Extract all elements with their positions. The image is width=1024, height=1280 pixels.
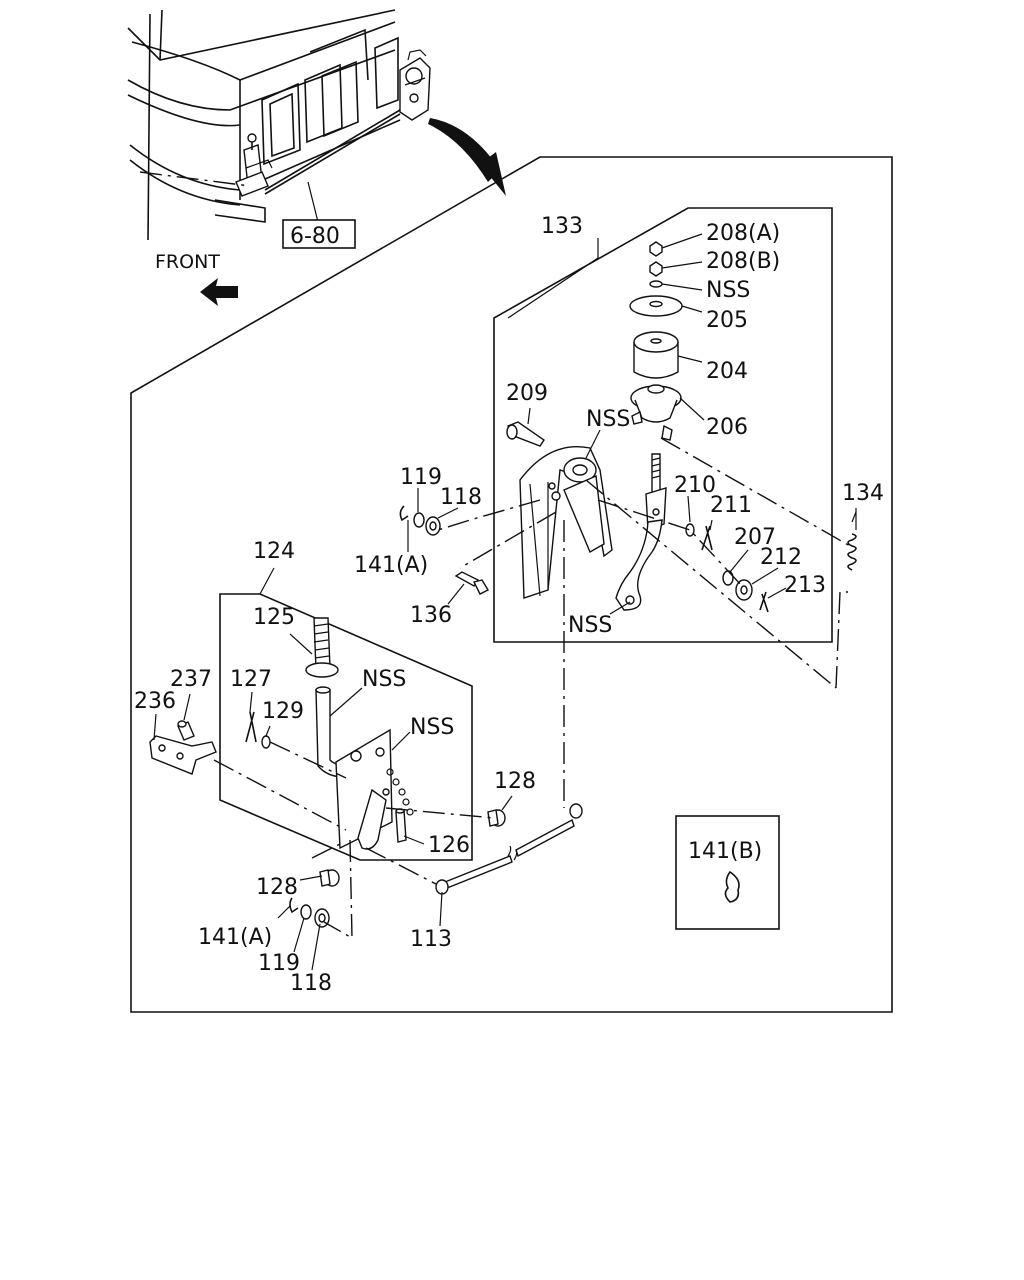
label-210[interactable]: 210 [674,473,716,498]
grease-nipple-237[interactable] [177,720,195,741]
label-126[interactable]: 126 [428,833,470,858]
washer-205[interactable] [629,295,683,317]
label-213[interactable]: 213 [784,573,826,598]
inset-141b[interactable]: 141(B) [675,815,780,930]
label-nss-5[interactable]: NSS [410,715,454,740]
front-arrow-icon [200,278,238,306]
label-nss-4[interactable]: NSS [362,667,406,692]
inset-label: 141(B) [688,839,762,864]
label-237[interactable]: 237 [170,667,212,692]
bracket-206[interactable] [630,384,682,441]
label-134[interactable]: 134 [842,481,884,506]
clip-141a-lower[interactable] [289,897,299,914]
part-labels: 133 208(A) 208(B) NSS 205 204 209 NSS 20… [134,214,884,996]
label-205[interactable]: 205 [706,308,748,333]
washer-210[interactable] [685,523,695,537]
reference-label: 6-80 [290,224,340,249]
bolt-136[interactable] [454,571,489,595]
label-129[interactable]: 129 [262,699,304,724]
nut-208b[interactable] [649,261,663,277]
label-133[interactable]: 133 [541,214,583,239]
label-141a-upper[interactable]: 141(A) [354,553,428,578]
label-125[interactable]: 125 [253,605,295,630]
label-208a[interactable]: 208(A) [706,221,780,246]
washer-119-lower[interactable] [300,904,312,920]
label-119-lower[interactable]: 119 [258,951,300,976]
bolt-128-lower[interactable] [319,869,340,887]
label-204[interactable]: 204 [706,359,748,384]
label-207[interactable]: 207 [734,525,776,550]
pin-126[interactable] [395,808,407,843]
label-212[interactable]: 212 [760,545,802,570]
assembly-133-frame [493,207,833,643]
rubber-cushion-204[interactable] [633,331,679,379]
nut-212[interactable] [735,579,753,601]
truck-cab-illustration [127,9,431,241]
alignment-lines [213,437,851,940]
label-209[interactable]: 209 [506,381,548,406]
label-nss-3[interactable]: NSS [568,613,612,638]
rod-113[interactable] [435,803,583,895]
nut-208a[interactable] [649,241,663,257]
label-208b[interactable]: 208(B) [706,249,780,274]
label-124[interactable]: 124 [253,539,295,564]
bracket-236[interactable] [149,735,217,775]
washer-207[interactable] [722,570,734,586]
bolt-128-upper[interactable] [487,809,506,827]
label-113[interactable]: 113 [410,927,452,952]
washer-118-upper[interactable] [425,516,441,536]
label-nss-2[interactable]: NSS [586,407,630,432]
pin-127[interactable] [245,711,257,743]
front-label: FRONT [155,251,220,273]
label-128-lower[interactable]: 128 [256,875,298,900]
grip-125[interactable] [305,617,339,678]
pedal-bracket-nss[interactable] [519,446,613,599]
detail-arrow [428,118,506,196]
label-141a-lower[interactable]: 141(A) [198,925,272,950]
label-118-upper[interactable]: 118 [440,485,482,510]
label-206[interactable]: 206 [706,415,748,440]
bracket-nss[interactable] [335,728,393,850]
hook-lever-nss[interactable] [615,519,663,611]
label-118-lower[interactable]: 118 [290,971,332,996]
clip-141a-upper[interactable] [399,505,409,522]
lever-rod[interactable] [645,453,667,531]
washer-119-upper[interactable] [413,512,425,528]
label-119-upper[interactable]: 119 [400,465,442,490]
spring-134[interactable] [847,511,857,571]
leader-lines [153,233,857,971]
label-136[interactable]: 136 [410,603,452,628]
label-211[interactable]: 211 [710,493,752,518]
label-127[interactable]: 127 [230,667,272,692]
washer-129[interactable] [261,735,271,749]
washer-nss-top[interactable] [649,280,663,288]
label-128-upper[interactable]: 128 [494,769,536,794]
pin-211[interactable] [701,525,713,551]
bolt-209[interactable] [506,421,545,447]
reference-box-6-80[interactable]: 6-80 [282,219,356,249]
chain[interactable] [386,768,414,816]
label-236[interactable]: 236 [134,689,176,714]
label-nss-1[interactable]: NSS [706,278,750,303]
pin-213[interactable] [759,591,769,613]
outer-frame [130,156,893,1013]
